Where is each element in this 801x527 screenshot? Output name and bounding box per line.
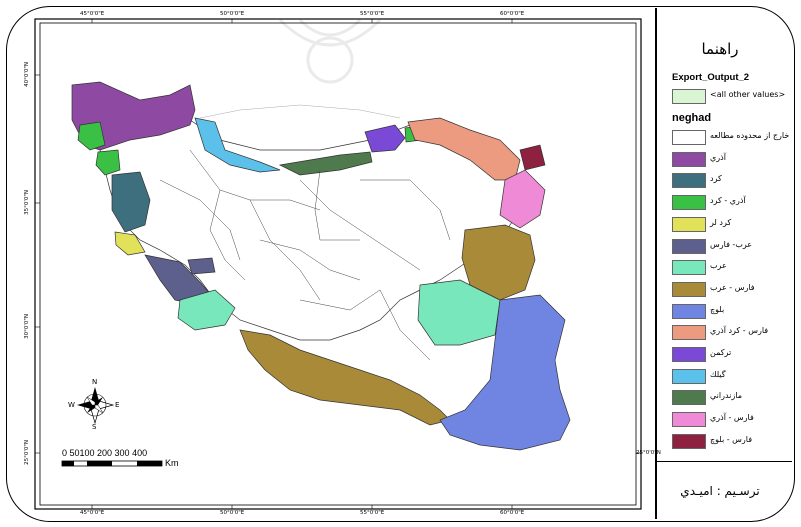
bottom-label-50: 50°0'0"E (220, 510, 245, 516)
legend-item: فارس - بلوچ (672, 433, 790, 451)
legend-item: عرب (672, 260, 790, 277)
region-kurd (111, 171, 151, 233)
legend-item: <all other values> (672, 89, 790, 106)
region-turkmen (364, 124, 406, 153)
legend-swatch (672, 390, 706, 406)
legend-label: كرد لر (710, 217, 732, 227)
legend-item: فارس - عرب (672, 281, 790, 299)
legend-label: فارس - آذري (710, 413, 754, 423)
map-neatline (34, 18, 642, 510)
region-kurd-lur (114, 231, 146, 256)
legend-item: عرب- فارس (672, 238, 790, 256)
legend-swatch (672, 325, 706, 341)
legend-label: بلوچ (710, 304, 725, 314)
scale-bar-labels: 0 50100 200 300 400 (62, 448, 148, 458)
legend-swatch (672, 303, 706, 319)
legend-label: فارس - عرب (710, 282, 755, 292)
region-gilak (194, 117, 281, 173)
region-arab (177, 289, 236, 331)
north-arrow-n: N (92, 378, 98, 386)
legend-label: فارس - بلوچ (710, 434, 753, 444)
legend-label: <all other values> (710, 90, 786, 99)
legend-swatch (672, 368, 706, 384)
legend-item: كرد لر (672, 216, 790, 234)
watermark-emblem (278, 18, 382, 84)
region-fars-baluch (519, 144, 546, 171)
legend-swatch (672, 260, 706, 276)
legend-item: تركمن (672, 347, 790, 364)
left-label-40: 40°0'0"N (24, 62, 30, 87)
legend-divider (655, 8, 657, 519)
legend-swatch (672, 130, 706, 145)
legend-item: خارج از محدوده مطالعه (672, 130, 790, 147)
legend-swatch (672, 238, 706, 254)
region-baluch (439, 294, 571, 451)
region-azeri-kurd (77, 121, 106, 151)
legend-swatch (672, 151, 706, 167)
legend-label: عرب- فارس (710, 239, 753, 249)
legend-swatch (672, 281, 706, 297)
legend-swatch (672, 89, 706, 104)
region-arab-fars-2 (187, 257, 216, 275)
legend-item: كرد (672, 173, 790, 190)
legend-label: فارس - كرد آذري (710, 326, 769, 336)
region-azeri-kurd-2 (95, 149, 121, 176)
region-fars-arab-south (239, 329, 451, 426)
north-arrow-w: W (68, 401, 75, 409)
legend-label: عرب (710, 261, 727, 271)
legend-label: آذري - كرد (710, 196, 746, 206)
graticule-ticks (35, 19, 641, 509)
map-credit: ترسـيم : اميـدي (680, 484, 760, 498)
north-arrow (77, 387, 115, 425)
province-boundaries (159, 149, 451, 361)
right-label-25: 25°0'0"N (636, 450, 661, 456)
top-label-50: 50°0'0"E (220, 11, 245, 17)
top-label-55: 55°0'0"E (360, 11, 385, 17)
legend-item: فارس - كرد آذري (672, 325, 790, 342)
bottom-label-45: 45°0'0"E (80, 510, 105, 516)
caspian-coast (199, 104, 401, 119)
legend-layer2-name: neghad (672, 112, 712, 124)
left-label-35: 35°0'0"N (24, 190, 30, 215)
legend-label: تركمن (710, 348, 732, 357)
legend-credit-divider (656, 461, 792, 463)
legend-label: مازندراني (710, 391, 742, 401)
north-arrow-s: S (92, 423, 97, 431)
legend-label: آذري (710, 152, 726, 162)
bottom-label-60: 60°0'0"E (500, 510, 525, 516)
left-label-25: 25°0'0"N (24, 440, 30, 465)
scale-bar-unit: Km (165, 458, 179, 468)
iran-map (71, 81, 571, 451)
top-label-60: 60°0'0"E (500, 11, 525, 17)
top-label-45: 45°0'0"E (80, 11, 105, 17)
legend-item: گيلك (672, 368, 790, 386)
map-inner-neatline (39, 22, 637, 506)
legend-item: مازندراني (672, 390, 790, 407)
legend-title: راهنما (701, 40, 739, 58)
legend-label: خارج از محدوده مطالعه (710, 131, 790, 140)
scale-bar (61, 460, 163, 467)
region-mazandarani (278, 151, 373, 176)
legend-swatch (672, 216, 706, 232)
legend-item: بلوچ (672, 303, 790, 321)
legend-label: گيلك (710, 369, 726, 379)
legend-item: آذري - كرد (672, 195, 790, 212)
north-arrow-e: E (115, 401, 120, 409)
legend-swatch (672, 173, 706, 189)
left-label-30: 30°0'0"N (24, 314, 30, 339)
legend-layer1-name: Export_Output_2 (672, 72, 750, 83)
legend-swatch (672, 412, 706, 428)
region-fars-arab-east (461, 224, 536, 301)
bottom-label-55: 55°0'0"E (360, 510, 385, 516)
legend-swatch (672, 195, 706, 211)
legend-swatch (672, 433, 706, 449)
legend-label: كرد (710, 174, 722, 184)
legend-swatch (672, 347, 706, 362)
region-arab-east (417, 279, 501, 346)
legend-item: آذري (672, 151, 790, 169)
legend-item: فارس - آذري (672, 412, 790, 429)
